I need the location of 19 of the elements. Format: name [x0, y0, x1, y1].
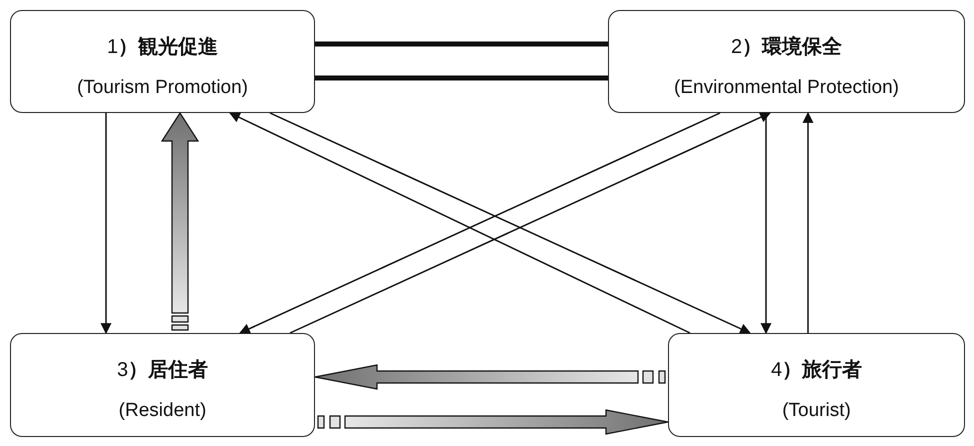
rounded-box: [10, 10, 315, 113]
heading-text: 4）旅行者: [770, 358, 864, 383]
rounded-box: [10, 333, 315, 437]
heading-text: 1）観光促進: [106, 35, 220, 60]
subtitle-text: (Resident): [118, 400, 208, 422]
connector-line: [315, 42, 608, 46]
block-arrow: [160, 112, 200, 331]
subtitle-text: (Environmental Protection): [673, 77, 900, 99]
rounded-box: [668, 333, 965, 437]
connector-line: [315, 76, 608, 80]
arrow: [100, 113, 112, 334]
arrow: [802, 112, 814, 333]
block-arrow: [317, 409, 669, 435]
subtitle-text: (Tourist): [781, 400, 852, 422]
heading-text: 3）居住者: [116, 358, 210, 383]
heading-text: 2）環境保全: [730, 34, 844, 60]
subtitle-text: (Tourism Promotion): [76, 77, 250, 99]
block-arrow: [314, 364, 666, 390]
rounded-box: [608, 10, 965, 113]
